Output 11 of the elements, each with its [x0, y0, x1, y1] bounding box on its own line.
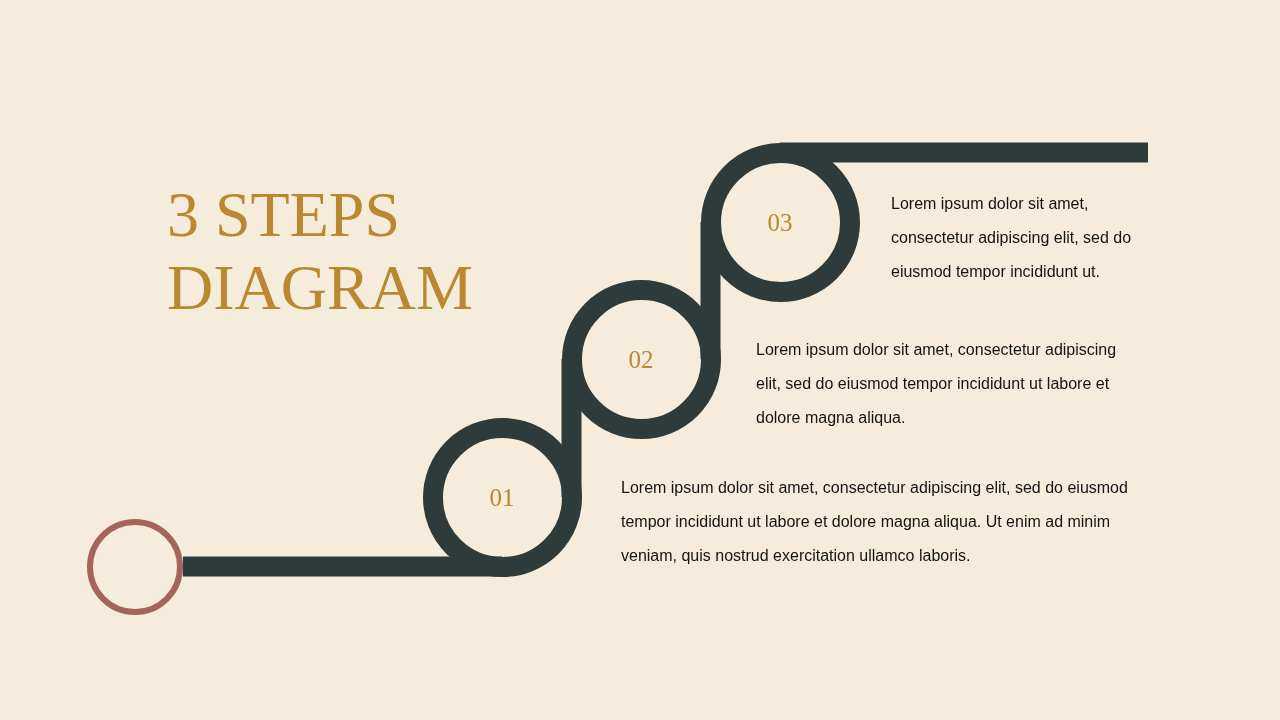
- start-circle: [87, 519, 183, 615]
- step-description: Lorem ipsum dolor sit amet, consectetur adipiscing elit, sed do eiusmod tempor incididunt ut labore et dolore magna aliqua.: [756, 340, 1118, 428]
- step-circle: [700, 142, 860, 302]
- step-description: Lorem ipsum dolor sit amet, consectetur adipiscing elit, sed do eiusmod tempor incididunt ut.: [891, 194, 1133, 282]
- step-number: 03: [767, 209, 793, 235]
- step-circle: [561, 279, 721, 439]
- step-description: Lorem ipsum dolor sit amet, consectetur adipiscing elit, sed do eiusmod tempor incididunt ut labore et dolore magna aliqua. Ut enim ad minim veniam, quis nostrud exercitation ullamco laboris.: [621, 478, 1129, 566]
- title: 3 STEPS DIAGRAM: [167, 178, 474, 324]
- step-number: 01: [489, 484, 515, 510]
- step-circle: [422, 417, 582, 577]
- step-number: 02: [628, 346, 654, 372]
